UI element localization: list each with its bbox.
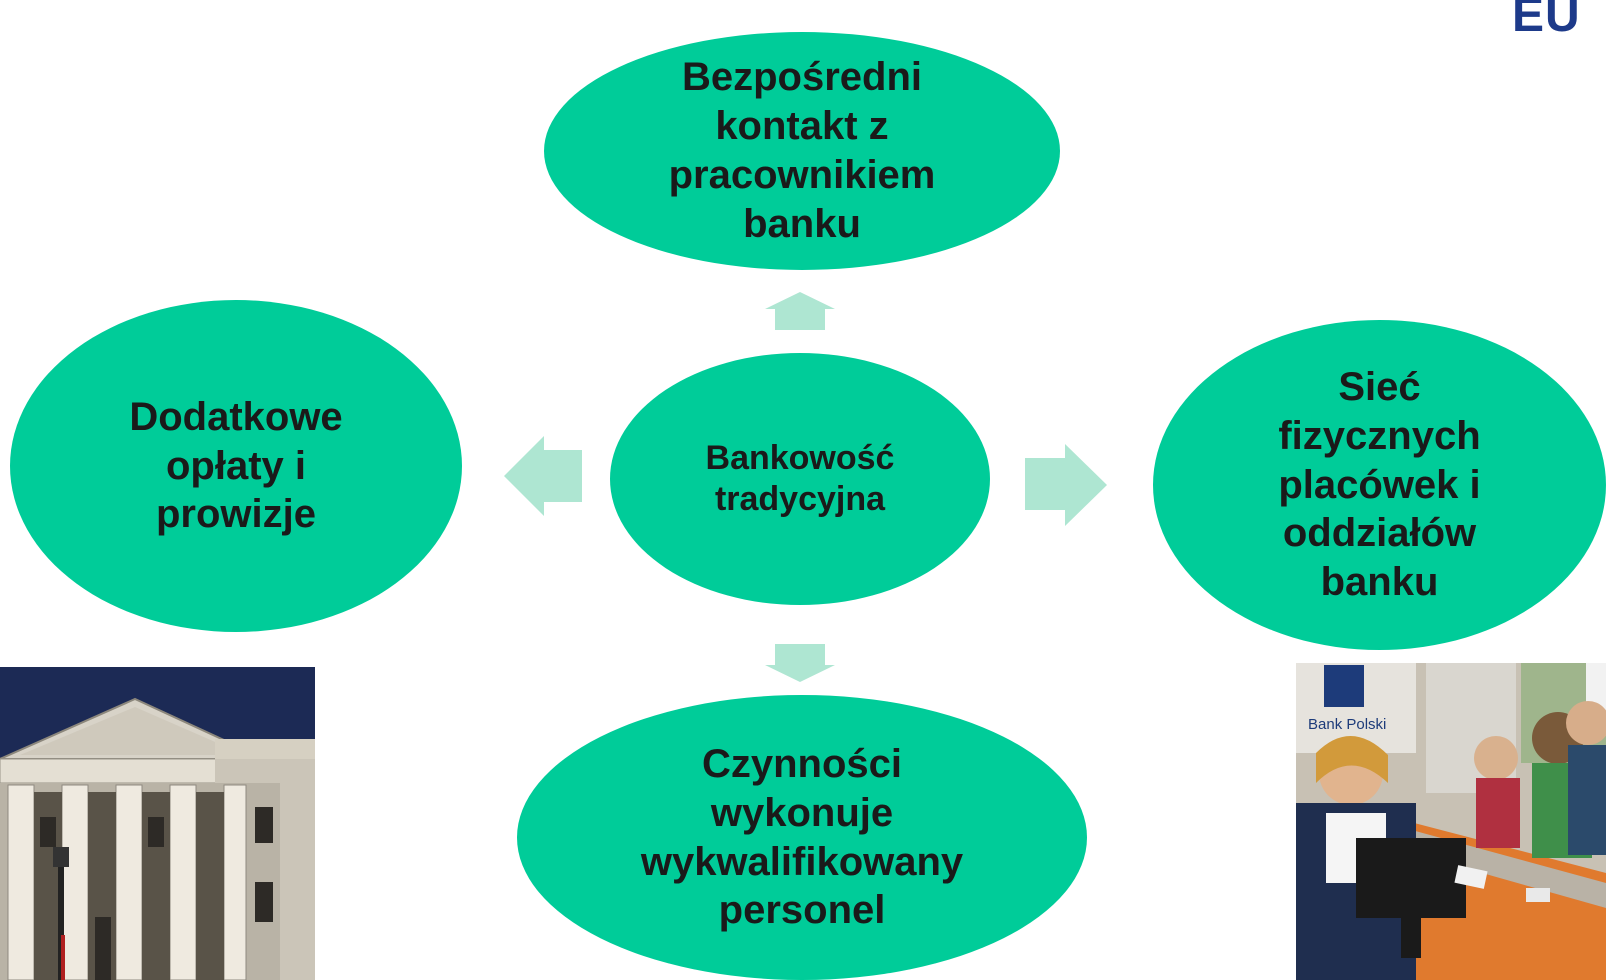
node-branch-network: Sieć fizycznych placówek i oddziałów ban…: [1153, 320, 1606, 650]
brand-logo: EU: [1512, 0, 1581, 42]
arrow-right-icon: [1025, 444, 1107, 526]
node-additional-fees: Dodatkowe opłaty i prowizje: [10, 300, 462, 632]
node-additional-fees-label: Dodatkowe opłaty i prowizje: [129, 394, 343, 537]
node-traditional-banking: Bankowość tradycyjna: [610, 353, 990, 605]
arrow-left-icon: [504, 436, 582, 516]
bank-branch-photo: Bank Polski: [1296, 663, 1606, 980]
node-direct-contact-label: Bezpośredni kontakt z pracownikiem banku: [668, 55, 936, 246]
arrow-down-icon: [765, 644, 835, 682]
arrow-up-icon: [765, 292, 835, 330]
node-direct-contact: Bezpośredni kontakt z pracownikiem banku: [544, 32, 1060, 270]
node-qualified-staff: Czynności wykonuje wykwalifikowany perso…: [517, 695, 1087, 980]
node-branch-network-label: Sieć fizycznych placówek i oddziałów ban…: [1278, 365, 1481, 605]
bank-sign-text: Bank Polski: [1308, 716, 1386, 733]
node-traditional-banking-label: Bankowość tradycyjna: [705, 439, 895, 518]
node-qualified-staff-label: Czynności wykonuje wykwalifikowany perso…: [640, 741, 964, 933]
bank-building-photo: [0, 667, 315, 980]
